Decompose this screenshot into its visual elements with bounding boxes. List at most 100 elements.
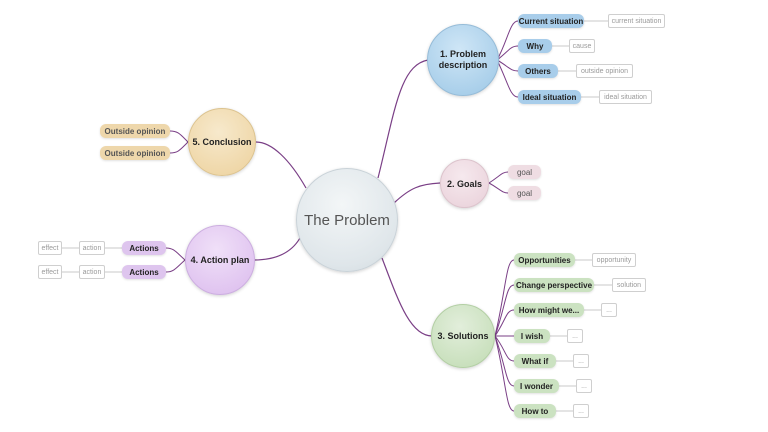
topic-current-situation[interactable]: Current situation <box>518 14 584 28</box>
branch-solutions[interactable]: 3. Solutions <box>431 304 495 368</box>
leaf-label: outside opinion <box>580 67 629 75</box>
connector-pd-2 <box>496 45 519 61</box>
connector-ap-1 <box>165 247 186 261</box>
topic-change-perspective[interactable]: Change perspective <box>514 278 594 292</box>
topic-label: Ideal situation <box>522 92 577 102</box>
topic-label: goal <box>516 167 533 177</box>
branch-problem-description[interactable]: 1. Problem description <box>427 24 499 96</box>
leaf-ellipsis-i-wonder[interactable]: ... <box>576 379 592 393</box>
leaf-ideal-situation[interactable]: ideal situation <box>599 90 652 104</box>
central-topic[interactable]: The Problem <box>296 168 398 272</box>
leaf-label: ideal situation <box>604 93 647 101</box>
topic-why[interactable]: Why <box>518 39 552 53</box>
leaf-label: action <box>82 268 102 276</box>
leaf-label: ... <box>572 332 578 340</box>
connector-central-to-action-plan <box>253 237 301 261</box>
leaf-ellipsis-i-wish[interactable]: ... <box>567 329 583 343</box>
leaf-ellipsis-how-to[interactable]: ... <box>573 404 589 418</box>
topic-what-if[interactable]: What if <box>514 354 556 368</box>
branch-solutions-label: 3. Solutions <box>437 331 489 341</box>
topic-i-wish[interactable]: I wish <box>514 329 550 343</box>
connector-sol-6 <box>494 335 515 387</box>
connector-ap-2 <box>165 259 186 273</box>
connector-goals-2 <box>488 182 509 194</box>
branch-conclusion-label: 5. Conclusion <box>192 137 252 147</box>
leaf-solution[interactable]: solution <box>612 278 646 292</box>
leaf-effect-2[interactable]: effect <box>38 265 62 279</box>
leaf-label: ... <box>578 357 584 365</box>
topic-outside-opinion-2[interactable]: Outside opinion <box>100 146 170 160</box>
leaf-label: action <box>82 244 102 252</box>
connector-sol-3 <box>494 309 515 337</box>
connector-pd-1 <box>496 20 519 61</box>
connector-pd-4 <box>496 59 519 98</box>
connector-sol-2 <box>494 284 515 337</box>
central-topic-label: The Problem <box>304 211 390 229</box>
topic-label: What if <box>521 356 549 366</box>
topic-label: goal <box>516 188 533 198</box>
leaf-current-situation[interactable]: current situation <box>608 14 665 28</box>
connector-conc-1 <box>169 130 189 143</box>
leaf-cause[interactable]: cause <box>569 39 595 53</box>
topic-label: Actions <box>129 243 159 253</box>
leaf-label: cause <box>572 42 592 50</box>
leaf-action-1[interactable]: action <box>79 241 105 255</box>
leaf-opportunity[interactable]: opportunity <box>592 253 636 267</box>
sub-connectors <box>165 20 519 412</box>
connector-sol-7 <box>494 335 515 412</box>
leaf-label: ... <box>581 382 587 390</box>
connector-central-to-problem-description <box>377 59 429 179</box>
main-connectors <box>253 59 441 337</box>
topic-label: Actions <box>129 267 159 277</box>
leaf-connectors <box>62 20 612 412</box>
branch-problem-description-label: 1. Problem description <box>438 48 488 70</box>
topic-others[interactable]: Others <box>518 64 558 78</box>
leaf-ellipsis-how-might-we[interactable]: ... <box>601 303 617 317</box>
leaf-label: solution <box>616 281 642 289</box>
leaf-outside-opinion[interactable]: outside opinion <box>576 64 633 78</box>
topic-label: Others <box>525 66 551 76</box>
topic-goal-2[interactable]: goal <box>508 186 541 200</box>
topic-label: Outside opinion <box>104 126 166 136</box>
connector-sol-5 <box>494 335 515 362</box>
topic-i-wonder[interactable]: I wonder <box>514 379 559 393</box>
topic-outside-opinion-1[interactable]: Outside opinion <box>100 124 170 138</box>
connector-central-to-conclusion <box>255 141 307 189</box>
branch-conclusion[interactable]: 5. Conclusion <box>188 108 256 176</box>
leaf-action-2[interactable]: action <box>79 265 105 279</box>
topic-opportunities[interactable]: Opportunities <box>514 253 575 267</box>
branch-goals[interactable]: 2. Goals <box>440 159 489 208</box>
topic-label: Current situation <box>518 16 584 26</box>
topic-actions-1[interactable]: Actions <box>122 241 166 255</box>
connector-central-to-solutions <box>381 257 433 337</box>
topic-how-might-we[interactable]: How might we... <box>514 303 584 317</box>
connector-pd-3 <box>496 59 519 72</box>
leaf-label: effect <box>41 268 59 276</box>
leaf-label: ... <box>606 306 612 314</box>
topic-goal-1[interactable]: goal <box>508 165 541 179</box>
connector-sol-1 <box>494 259 515 337</box>
connector-goals-1 <box>488 171 509 184</box>
branch-goals-label: 2. Goals <box>446 178 482 189</box>
leaf-label: ... <box>578 407 584 415</box>
leaf-ellipsis-what-if[interactable]: ... <box>573 354 589 368</box>
leaf-label: opportunity <box>596 256 632 264</box>
topic-how-to[interactable]: How to <box>514 404 556 418</box>
topic-label: I wonder <box>520 381 553 391</box>
topic-label: Why <box>526 41 544 51</box>
topic-label: Opportunities <box>518 255 571 265</box>
connector-central-to-goals <box>393 182 441 204</box>
leaf-effect-1[interactable]: effect <box>38 241 62 255</box>
topic-label: How to <box>521 406 549 416</box>
topic-ideal-situation[interactable]: Ideal situation <box>518 90 581 104</box>
topic-label: Outside opinion <box>104 148 166 158</box>
branch-action-plan-label: 4. Action plan <box>190 255 250 265</box>
topic-label: How might we... <box>518 305 580 315</box>
topic-actions-2[interactable]: Actions <box>122 265 166 279</box>
leaf-label: effect <box>41 244 59 252</box>
topic-label: Change perspective <box>515 280 593 290</box>
branch-action-plan[interactable]: 4. Action plan <box>185 225 255 295</box>
topic-label: I wish <box>520 331 544 341</box>
connector-conc-2 <box>169 141 189 154</box>
